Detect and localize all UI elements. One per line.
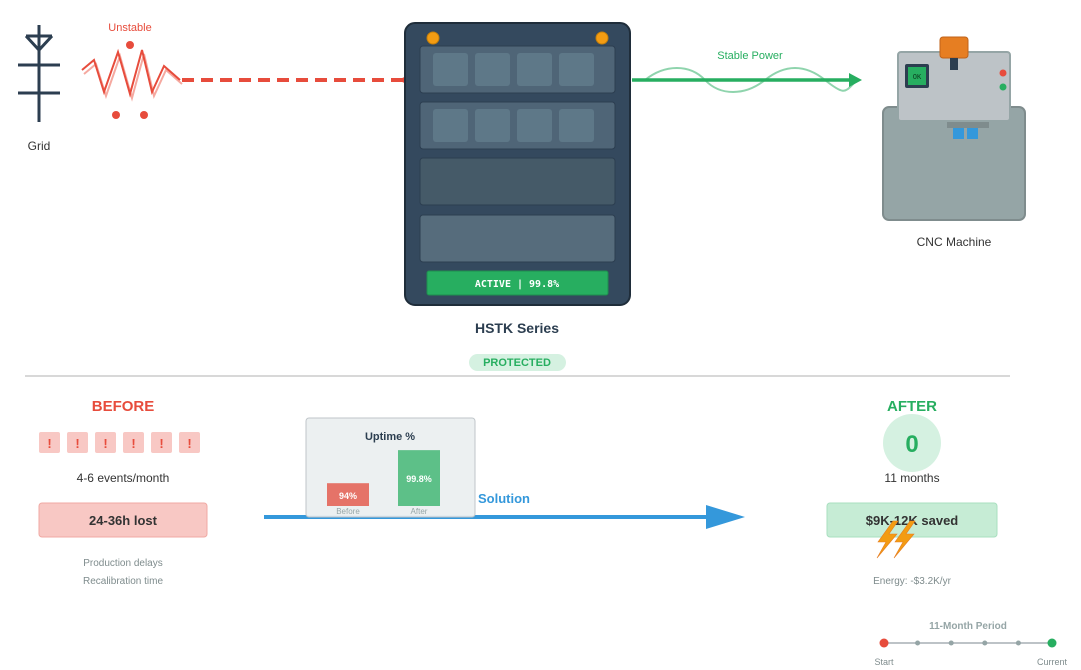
warning-glyph: ! [159, 436, 163, 451]
cnc-screen-text: OK [913, 73, 922, 81]
timeline-current-label: Current [1037, 657, 1068, 667]
cabinet-status-display: ACTIVE | 99.8% [475, 279, 559, 290]
warning-icon [39, 432, 60, 453]
timeline-month-dot [1015, 640, 1021, 646]
protected-badge [469, 354, 566, 371]
warning-glyph: ! [187, 436, 191, 451]
spark-dot [140, 111, 148, 119]
uptime-chart-title: Uptime % [365, 431, 415, 443]
warning-icon [67, 432, 88, 453]
uptime-category-label: Before [336, 507, 360, 516]
timeline-dots [879, 638, 1057, 648]
grid-tower-icon [18, 25, 60, 122]
stable-power-label: Stable Power [717, 50, 783, 62]
cnc-machine-icon [882, 36, 1026, 221]
savings-text: $9K-12K saved [866, 513, 959, 528]
warning-icon [151, 432, 172, 453]
after-heading: AFTER [887, 398, 937, 415]
hours-lost-text: 24-36h lost [89, 513, 158, 528]
arrow-right-icon [849, 73, 862, 87]
timeline-month-dot [915, 640, 921, 646]
energy-savings: Energy: -$3.2K/yr [873, 576, 951, 587]
hstk-cabinet [404, 22, 631, 306]
protected-badge-label: PROTECTED [483, 357, 551, 369]
uptime-bar-value-label: 94% [339, 491, 357, 501]
timeline-start-dot [879, 638, 889, 648]
timeline-title: 11-Month Period [929, 621, 1007, 632]
zero-events-count: 0 [905, 431, 918, 458]
warning-icon [179, 432, 200, 453]
spark-dot [126, 41, 134, 49]
after-months: 11 months [884, 471, 939, 485]
before-heading: BEFORE [92, 398, 155, 415]
timeline-month-dot [948, 640, 954, 646]
warning-glyph: ! [75, 436, 79, 451]
timeline-start-label: Start [874, 657, 894, 667]
lightning-icon [876, 520, 916, 559]
cabinet-title: HSTK Series [475, 320, 559, 336]
before-note-delays: Production delays [83, 558, 163, 569]
spark-dot [112, 111, 120, 119]
grid-label: Grid [28, 139, 51, 153]
cnc-label: CNC Machine [917, 235, 992, 249]
solution-arrowhead-icon [706, 505, 745, 529]
unstable-label: Unstable [108, 22, 151, 34]
warning-icon [123, 432, 144, 453]
unstable-wave-icon [81, 48, 183, 102]
warning-glyph: ! [131, 436, 135, 451]
warning-glyph: ! [103, 436, 107, 451]
savings-box [826, 502, 998, 538]
uptime-bar-before [327, 483, 369, 506]
alert-row: !!!!!! [39, 432, 200, 453]
warning-glyph: ! [47, 436, 51, 451]
hours-lost-box [38, 502, 208, 538]
before-note-recalibration: Recalibration time [83, 576, 163, 587]
timeline-current-dot [1047, 638, 1057, 648]
uptime-category-label: After [411, 507, 428, 516]
uptime-bar-value-label: 99.8% [406, 474, 432, 484]
timeline-month-dot [982, 640, 988, 646]
events-per-month: 4-6 events/month [77, 471, 170, 485]
solution-label: Solution [478, 491, 530, 506]
zero-events-circle [883, 414, 941, 472]
uptime-chart: Uptime % 94% Before 99.8% After [305, 417, 476, 518]
warning-icon [95, 432, 116, 453]
uptime-bar-after [398, 450, 440, 506]
